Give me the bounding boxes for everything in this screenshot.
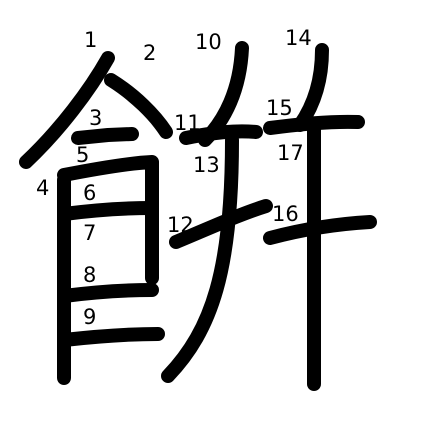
stroke-number-15: 15	[266, 96, 293, 120]
stroke-3	[71, 127, 139, 145]
stroke-number-16: 16	[272, 202, 299, 226]
stroke-5	[57, 155, 159, 285]
stroke-number-14: 14	[285, 26, 312, 50]
stroke-number-5: 5	[76, 143, 89, 167]
stroke-number-2: 2	[143, 41, 156, 65]
stroke-number-12: 12	[167, 213, 194, 237]
stroke-1	[19, 51, 115, 169]
stroke-number-4: 4	[36, 176, 49, 200]
character-strokes	[19, 41, 377, 391]
stroke-number-17: 17	[277, 141, 304, 165]
stroke-2	[104, 73, 173, 139]
stroke-number-10: 10	[195, 30, 222, 54]
stroke-number-9: 9	[83, 305, 96, 329]
stroke-8	[57, 283, 159, 303]
stroke-12-13	[161, 133, 273, 383]
stroke-number-11: 11	[174, 111, 201, 135]
stroke-number-7: 7	[83, 221, 96, 245]
stroke-9	[57, 327, 165, 347]
stroke-number-1: 1	[84, 28, 97, 52]
stroke-number-13: 13	[193, 153, 220, 177]
stroke-number-8: 8	[83, 263, 96, 287]
stroke-number-6: 6	[83, 181, 96, 205]
stroke-14	[293, 43, 329, 132]
stroke-11	[179, 124, 263, 145]
stroke-numbers: 1 2 3 4 5 6 7 8 9 10 11 12 13 14 15 16 1…	[36, 26, 312, 329]
stroke-6-7	[57, 201, 159, 221]
stroke-number-3: 3	[89, 106, 102, 130]
